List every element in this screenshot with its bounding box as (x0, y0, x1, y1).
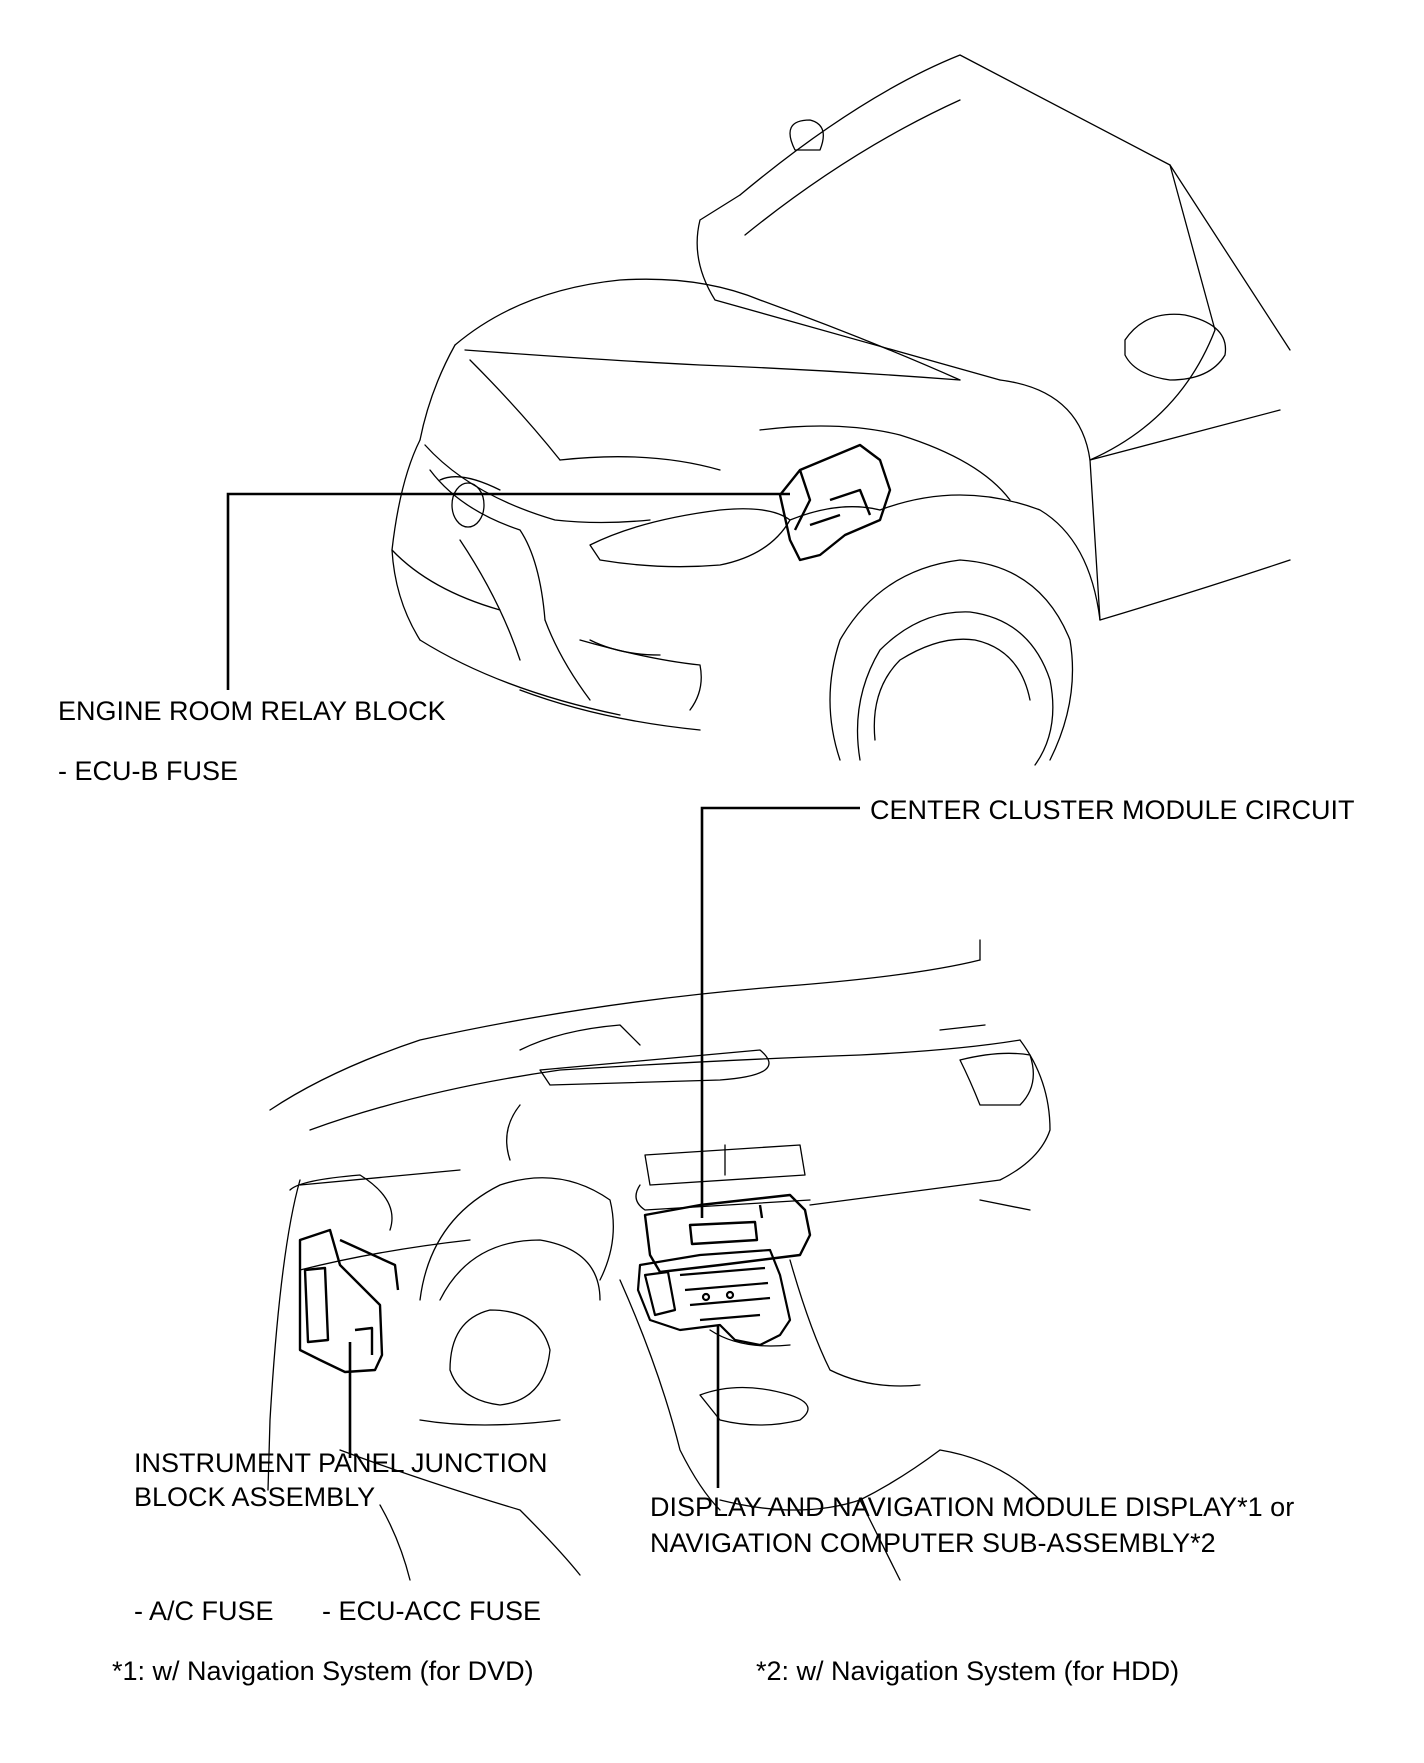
leader-center-cluster-module (700, 806, 860, 1218)
ecu-acc-fuse-label: - ECU-ACC FUSE (322, 1596, 542, 1626)
car-front-illustration (391, 54, 1291, 766)
display-navigation-module-illustration (636, 1248, 792, 1347)
instrument-panel-junction-block-illustration (298, 1228, 400, 1374)
leader-engine-room-relay-block (226, 492, 790, 690)
footnote-2: *2: w/ Navigation System (for HDD) (756, 1656, 1180, 1686)
dashboard-illustration (267, 939, 1051, 1581)
center-cluster-module-circuit-label: CENTER CLUSTER MODULE CIRCUIT (870, 795, 1355, 825)
engine-room-relay-block-illustration (778, 443, 892, 562)
engine-room-relay-block-label: ENGINE ROOM RELAY BLOCK (58, 696, 446, 726)
leader-lines (226, 492, 860, 1488)
ac-fuse-label: - A/C FUSE (134, 1596, 274, 1626)
instrument-panel-junction-label-line2: BLOCK ASSEMBLY (134, 1482, 376, 1512)
footnote-1: *1: w/ Navigation System (for DVD) (112, 1656, 534, 1686)
display-navigation-label-line1: DISPLAY AND NAVIGATION MODULE DISPLAY*1 … (650, 1492, 1295, 1522)
display-navigation-label-line2: NAVIGATION COMPUTER SUB-ASSEMBLY*2 (650, 1528, 1216, 1558)
instrument-panel-junction-label-line1: INSTRUMENT PANEL JUNCTION (134, 1448, 548, 1478)
ecu-b-fuse-label: - ECU-B FUSE (58, 756, 239, 786)
